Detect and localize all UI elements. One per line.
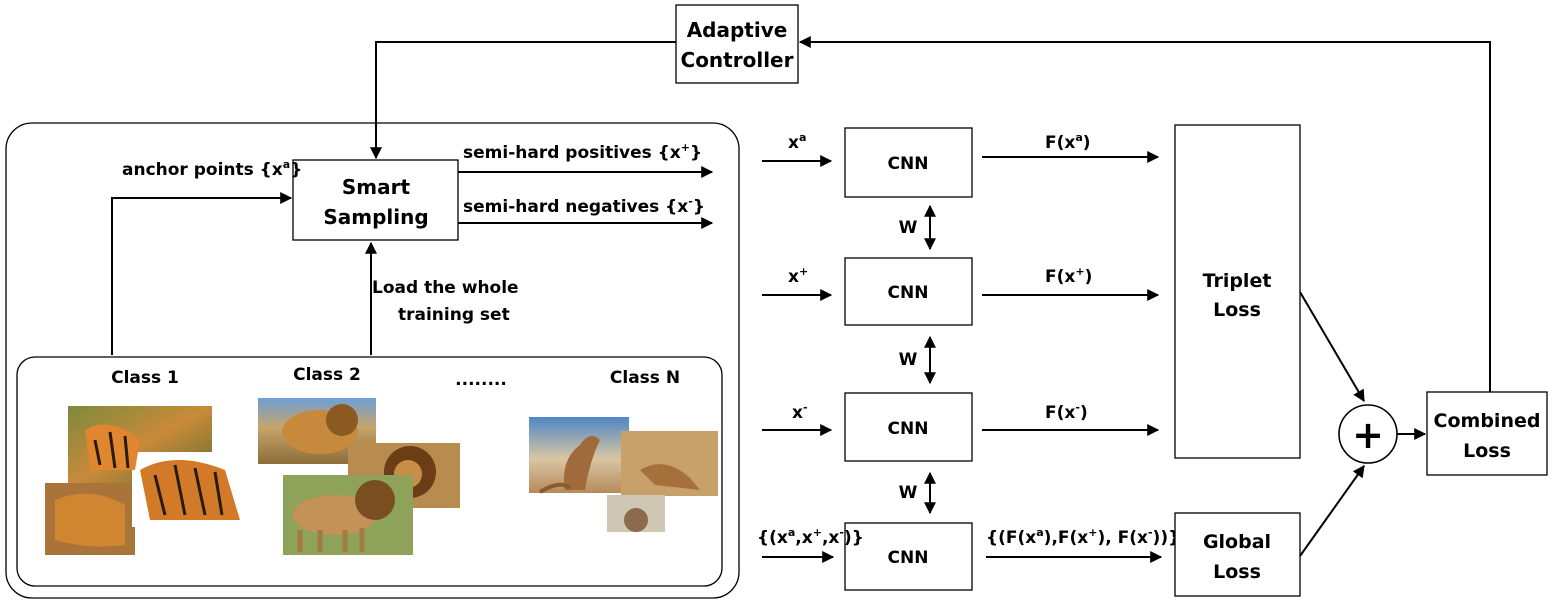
output-fxa-label: F(xa)	[1045, 131, 1091, 153]
triplet-loss-label-1: Triplet	[1203, 270, 1272, 292]
anchor-points-label: anchor points {xa}	[122, 158, 302, 180]
output-fxp-label: F(x+)	[1045, 265, 1092, 287]
load-training-set-label-1: Load the whole	[372, 278, 519, 298]
triplet-loss-block: Triplet Loss	[1174, 124, 1301, 459]
semi-hard-negatives-label: semi-hard negatives {x-}	[463, 195, 705, 217]
input-xa-label: xa	[788, 131, 806, 153]
smart-sampling-label-1: Smart	[342, 175, 411, 199]
combined-loss-label-1: Combined	[1434, 410, 1541, 432]
semi-hard-positives-label: semi-hard positives {x+}	[463, 141, 702, 163]
input-xn-label: x-	[792, 401, 808, 423]
class-n-images	[529, 417, 718, 532]
feedback-arrow	[798, 36, 1491, 392]
class-n-label: Class N	[610, 368, 680, 388]
input-triplet-label: {(xa,x+,x-)}	[757, 526, 864, 548]
triplet-loss-label-2: Loss	[1213, 299, 1261, 321]
cnn-label: CNN	[888, 419, 929, 439]
cnn-block-positive: CNN	[844, 257, 973, 326]
weight-label: W	[899, 350, 918, 370]
load-training-set-label-2: training set	[398, 305, 510, 325]
controller-to-sampling-arrow	[370, 41, 676, 160]
adaptive-controller-label-1: Adaptive	[687, 18, 788, 42]
weight-label: W	[899, 483, 918, 503]
smart-sampling-label-2: Sampling	[323, 205, 428, 229]
adaptive-controller-block: Adaptive Controller	[675, 4, 799, 84]
output-global-label: {(F(xa),F(x+), F(x-))}	[986, 526, 1180, 548]
input-xp-label: x+	[788, 265, 808, 287]
triplet-to-sum-arrow	[1299, 291, 1365, 403]
output-fxn-label: F(x-)	[1045, 401, 1088, 423]
global-loss-label-1: Global	[1203, 531, 1271, 553]
cnn-block-negative: CNN	[844, 392, 973, 462]
plus-icon: +	[1352, 413, 1384, 457]
cnn-label: CNN	[888, 548, 929, 568]
cnn-label: CNN	[888, 154, 929, 174]
cnn-label: CNN	[888, 283, 929, 303]
global-to-sum-arrow	[1299, 465, 1365, 557]
class-2-label: Class 2	[293, 365, 361, 385]
anchor-points-arrow	[111, 192, 293, 355]
combined-loss-label-2: Loss	[1463, 440, 1511, 462]
smart-sampling-block: Smart Sampling	[292, 159, 459, 241]
cnn-block-global: CNN	[844, 522, 973, 591]
ellipsis-label: ........	[455, 370, 507, 390]
class-1-label: Class 1	[111, 368, 179, 388]
sum-node: +	[1338, 404, 1398, 464]
class-2-images	[258, 398, 460, 555]
global-loss-label-2: Loss	[1213, 561, 1261, 583]
global-loss-block: Global Loss	[1174, 512, 1301, 597]
cnn-block-anchor: CNN	[844, 127, 973, 198]
adaptive-controller-label-2: Controller	[681, 48, 794, 72]
combined-loss-block: Combined Loss	[1426, 391, 1548, 476]
weight-label: W	[899, 218, 918, 238]
class-1-images	[45, 406, 247, 555]
